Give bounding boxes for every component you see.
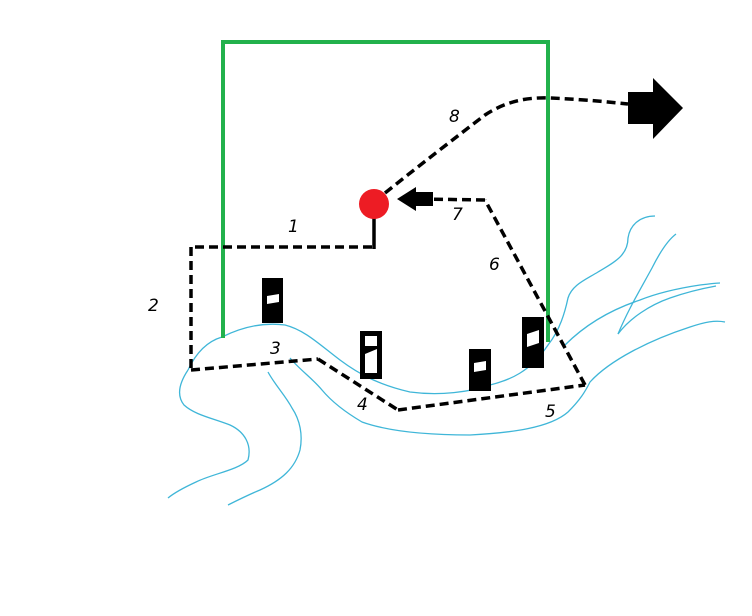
step-label-4: 4 xyxy=(357,395,368,415)
route-leg-5 xyxy=(397,383,586,412)
river-upper-bank xyxy=(187,215,656,395)
route-leg-8 xyxy=(383,96,629,195)
step-label-5: 5 xyxy=(545,402,556,422)
step-label-8: 8 xyxy=(449,107,460,127)
route-leg-7 xyxy=(419,197,486,202)
route-path xyxy=(189,96,629,412)
river-creek-upper xyxy=(617,233,677,335)
boundary-fence xyxy=(221,40,550,342)
left-arrow-icon xyxy=(397,187,433,211)
route-leg-3 xyxy=(190,357,319,372)
river-lower-bank xyxy=(289,320,726,436)
river-outline xyxy=(167,215,726,506)
vehicle-icon xyxy=(522,317,544,368)
step-label-6: 6 xyxy=(489,255,500,275)
vehicle-icon xyxy=(262,278,283,323)
vehicle-icon xyxy=(469,349,491,391)
vehicle-icon xyxy=(360,331,382,379)
vehicle-group xyxy=(262,278,544,391)
start-marker xyxy=(359,189,389,219)
step-label-7: 7 xyxy=(452,205,463,225)
river-creek-lower xyxy=(617,285,717,335)
river-left-outer xyxy=(167,369,250,499)
right-arrow-icon xyxy=(628,78,683,139)
step-label-2: 2 xyxy=(148,296,159,316)
river-right-branch xyxy=(564,282,721,346)
step-labels: 1 2 3 4 5 6 7 8 xyxy=(148,107,556,422)
step-label-1: 1 xyxy=(288,217,299,237)
step-label-3: 3 xyxy=(270,339,281,359)
river-left-inner xyxy=(227,371,302,506)
route-leg-4 xyxy=(317,357,399,412)
route-leg-6 xyxy=(483,199,587,386)
